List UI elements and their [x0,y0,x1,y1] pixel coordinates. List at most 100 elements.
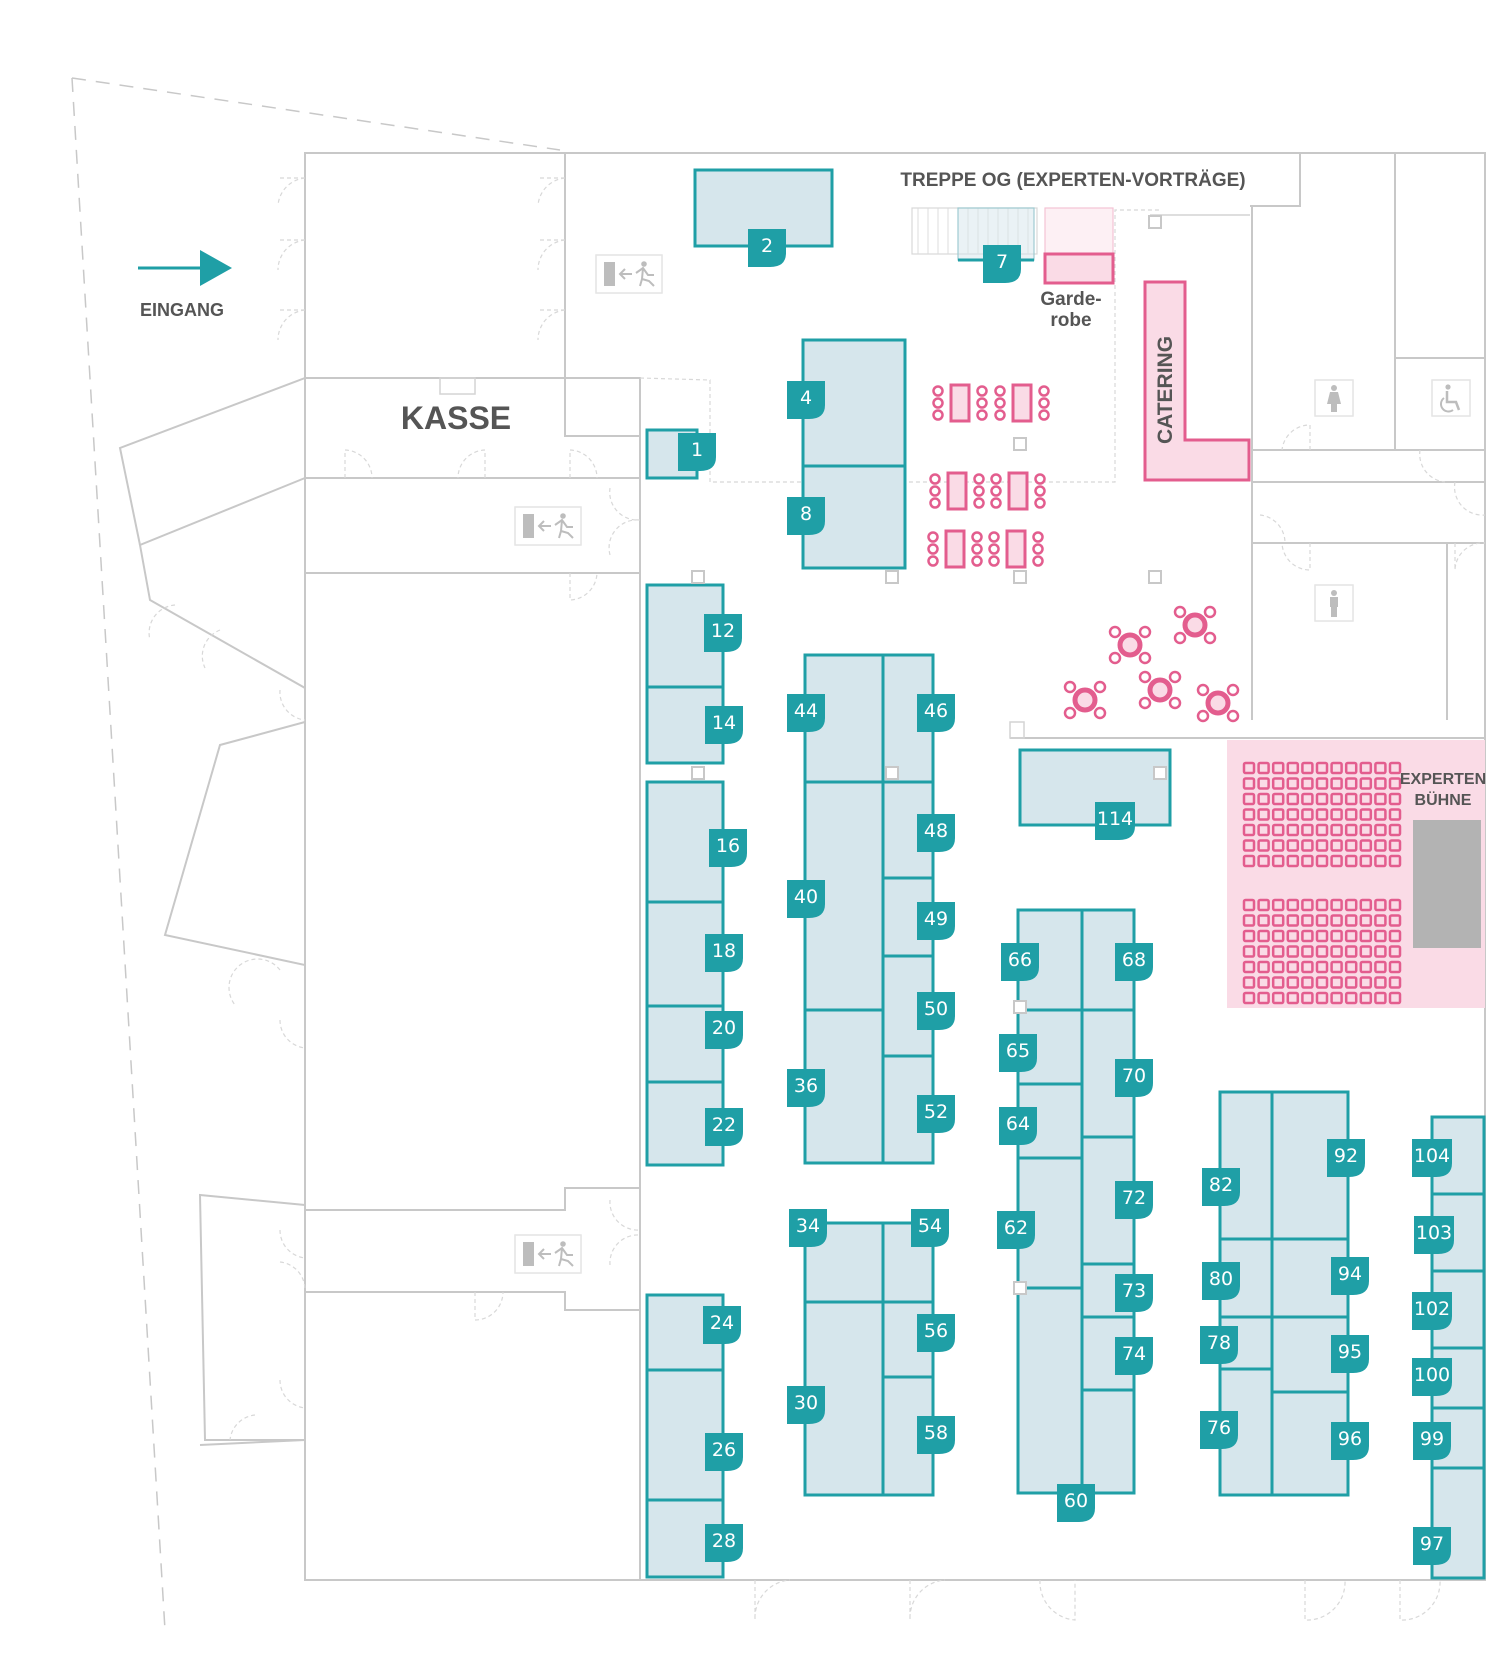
pillar-icon [1153,766,1167,780]
booth-tag-40[interactable]: 40 [787,880,825,918]
booth-tag-50[interactable]: 50 [917,992,955,1030]
booth-tag-60[interactable]: 60 [1057,1484,1095,1522]
seat-icon [1242,976,1256,989]
booth-tag-26[interactable]: 26 [705,1433,743,1471]
booth-tag-1[interactable]: 1 [678,433,716,471]
booth-tag-14[interactable]: 14 [705,706,743,744]
seat-icon [1301,929,1314,943]
booth-tag-96[interactable]: 96 [1331,1422,1369,1460]
seat-icon [1359,945,1373,958]
seat-icon [1359,761,1373,775]
booth-tag-30[interactable]: 30 [787,1386,825,1424]
booth-tag-68[interactable]: 68 [1115,943,1153,981]
seat-icon [1242,777,1256,790]
seat-icon [1286,823,1300,837]
seat-icon [1242,960,1256,974]
round-table-icon [1063,680,1107,720]
seat-icon [1301,914,1314,927]
booth-number: 96 [1338,1428,1362,1450]
stage-label-line2: BÜHNE [1415,790,1472,809]
booth-tag-70[interactable]: 70 [1115,1059,1153,1097]
seat-icon [1359,854,1373,868]
booth-number: 16 [716,835,740,857]
booth-tag-8[interactable]: 8 [787,497,825,535]
seat-icon [1330,777,1343,790]
booth-number: 50 [924,998,948,1020]
seat-icon [1330,854,1343,868]
booth-tag-74[interactable]: 74 [1115,1337,1153,1375]
seat-icon [1374,976,1387,989]
booth-area[interactable] [1016,1286,1084,1495]
booth-tag-82[interactable]: 82 [1202,1168,1240,1206]
booth-tag-114[interactable]: 114 [1095,802,1135,840]
booth-number: 2 [761,235,773,257]
booth-tag-16[interactable]: 16 [709,829,747,867]
seat-icon [1388,808,1402,821]
seat-icon [1344,777,1358,790]
booth-tag-49[interactable]: 49 [917,902,955,940]
seat-icon [1301,839,1314,852]
booth-tag-48[interactable]: 48 [917,814,955,852]
booth-tag-28[interactable]: 28 [705,1524,743,1562]
booth-tag-22[interactable]: 22 [705,1108,743,1146]
booth-tag-102[interactable]: 102 [1412,1292,1452,1330]
seat-icon [1315,914,1329,927]
booth-area[interactable] [1080,1388,1136,1495]
booth-area[interactable] [1218,1090,1274,1241]
booth-tag-58[interactable]: 58 [917,1416,955,1454]
booth-tag-92[interactable]: 92 [1327,1139,1365,1177]
booth-tag-20[interactable]: 20 [705,1011,743,1049]
booth-number: 76 [1207,1417,1231,1439]
booth-tag-76[interactable]: 76 [1200,1411,1238,1449]
booth-number: 28 [712,1530,736,1552]
round-table-icon [1196,683,1240,723]
booth-tag-18[interactable]: 18 [705,934,743,972]
booth-tag-46[interactable]: 46 [917,694,955,732]
seat-icon [1359,808,1373,821]
booth-tag-66[interactable]: 66 [1001,943,1039,981]
seat-icon [1359,976,1373,989]
stage-label-line1: EXPERTEN [1400,771,1486,788]
seat-icon [1344,960,1358,974]
booth-tag-44[interactable]: 44 [787,694,825,732]
booth-tag-12[interactable]: 12 [704,614,742,652]
booth-tag-62[interactable]: 62 [997,1211,1035,1249]
booth-number: 104 [1414,1145,1450,1167]
booth-tag-100[interactable]: 100 [1412,1358,1452,1396]
booth-number: 99 [1420,1428,1444,1450]
booth-tag-2[interactable]: 2 [748,229,786,267]
booth-tag-24[interactable]: 24 [703,1306,741,1344]
booth-tag-103[interactable]: 103 [1414,1216,1454,1254]
booth-area[interactable] [1430,1466,1486,1580]
booth-tag-73[interactable]: 73 [1115,1274,1153,1312]
booth-tag-78[interactable]: 78 [1200,1326,1238,1364]
booth-tag-72[interactable]: 72 [1115,1181,1153,1219]
booth-tag-52[interactable]: 52 [917,1095,955,1133]
booth-tag-97[interactable]: 97 [1413,1527,1451,1565]
booth-number: 54 [918,1215,942,1237]
booth-number: 22 [712,1114,736,1136]
pillar-icon [691,766,705,780]
booth-number: 102 [1414,1298,1450,1320]
booth-tag-65[interactable]: 65 [999,1034,1037,1072]
booth-tag-36[interactable]: 36 [787,1069,825,1107]
booth-tag-94[interactable]: 94 [1331,1257,1369,1295]
site-boundary [71,77,561,1631]
booth-tag-99[interactable]: 99 [1413,1422,1451,1460]
booth-tag-64[interactable]: 64 [999,1107,1037,1145]
booth-tag-104[interactable]: 104 [1412,1139,1452,1177]
booth-number: 74 [1122,1343,1146,1365]
booth-tag-95[interactable]: 95 [1331,1335,1369,1373]
booth-tag-34[interactable]: 34 [789,1209,827,1247]
seat-icon [1344,854,1358,868]
stage-platform [1413,820,1481,948]
seat-icon [1374,777,1387,790]
cloakroom: Garde- robe [1040,207,1115,331]
booth-tag-54[interactable]: 54 [911,1209,949,1247]
booth-tag-80[interactable]: 80 [1202,1262,1240,1300]
seat-icon [1344,945,1358,958]
catering-label: CATERING [1154,336,1177,444]
booth-tag-56[interactable]: 56 [917,1314,955,1352]
booth-tag-7[interactable]: 7 [983,245,1021,283]
booth-tag-4[interactable]: 4 [787,381,825,419]
